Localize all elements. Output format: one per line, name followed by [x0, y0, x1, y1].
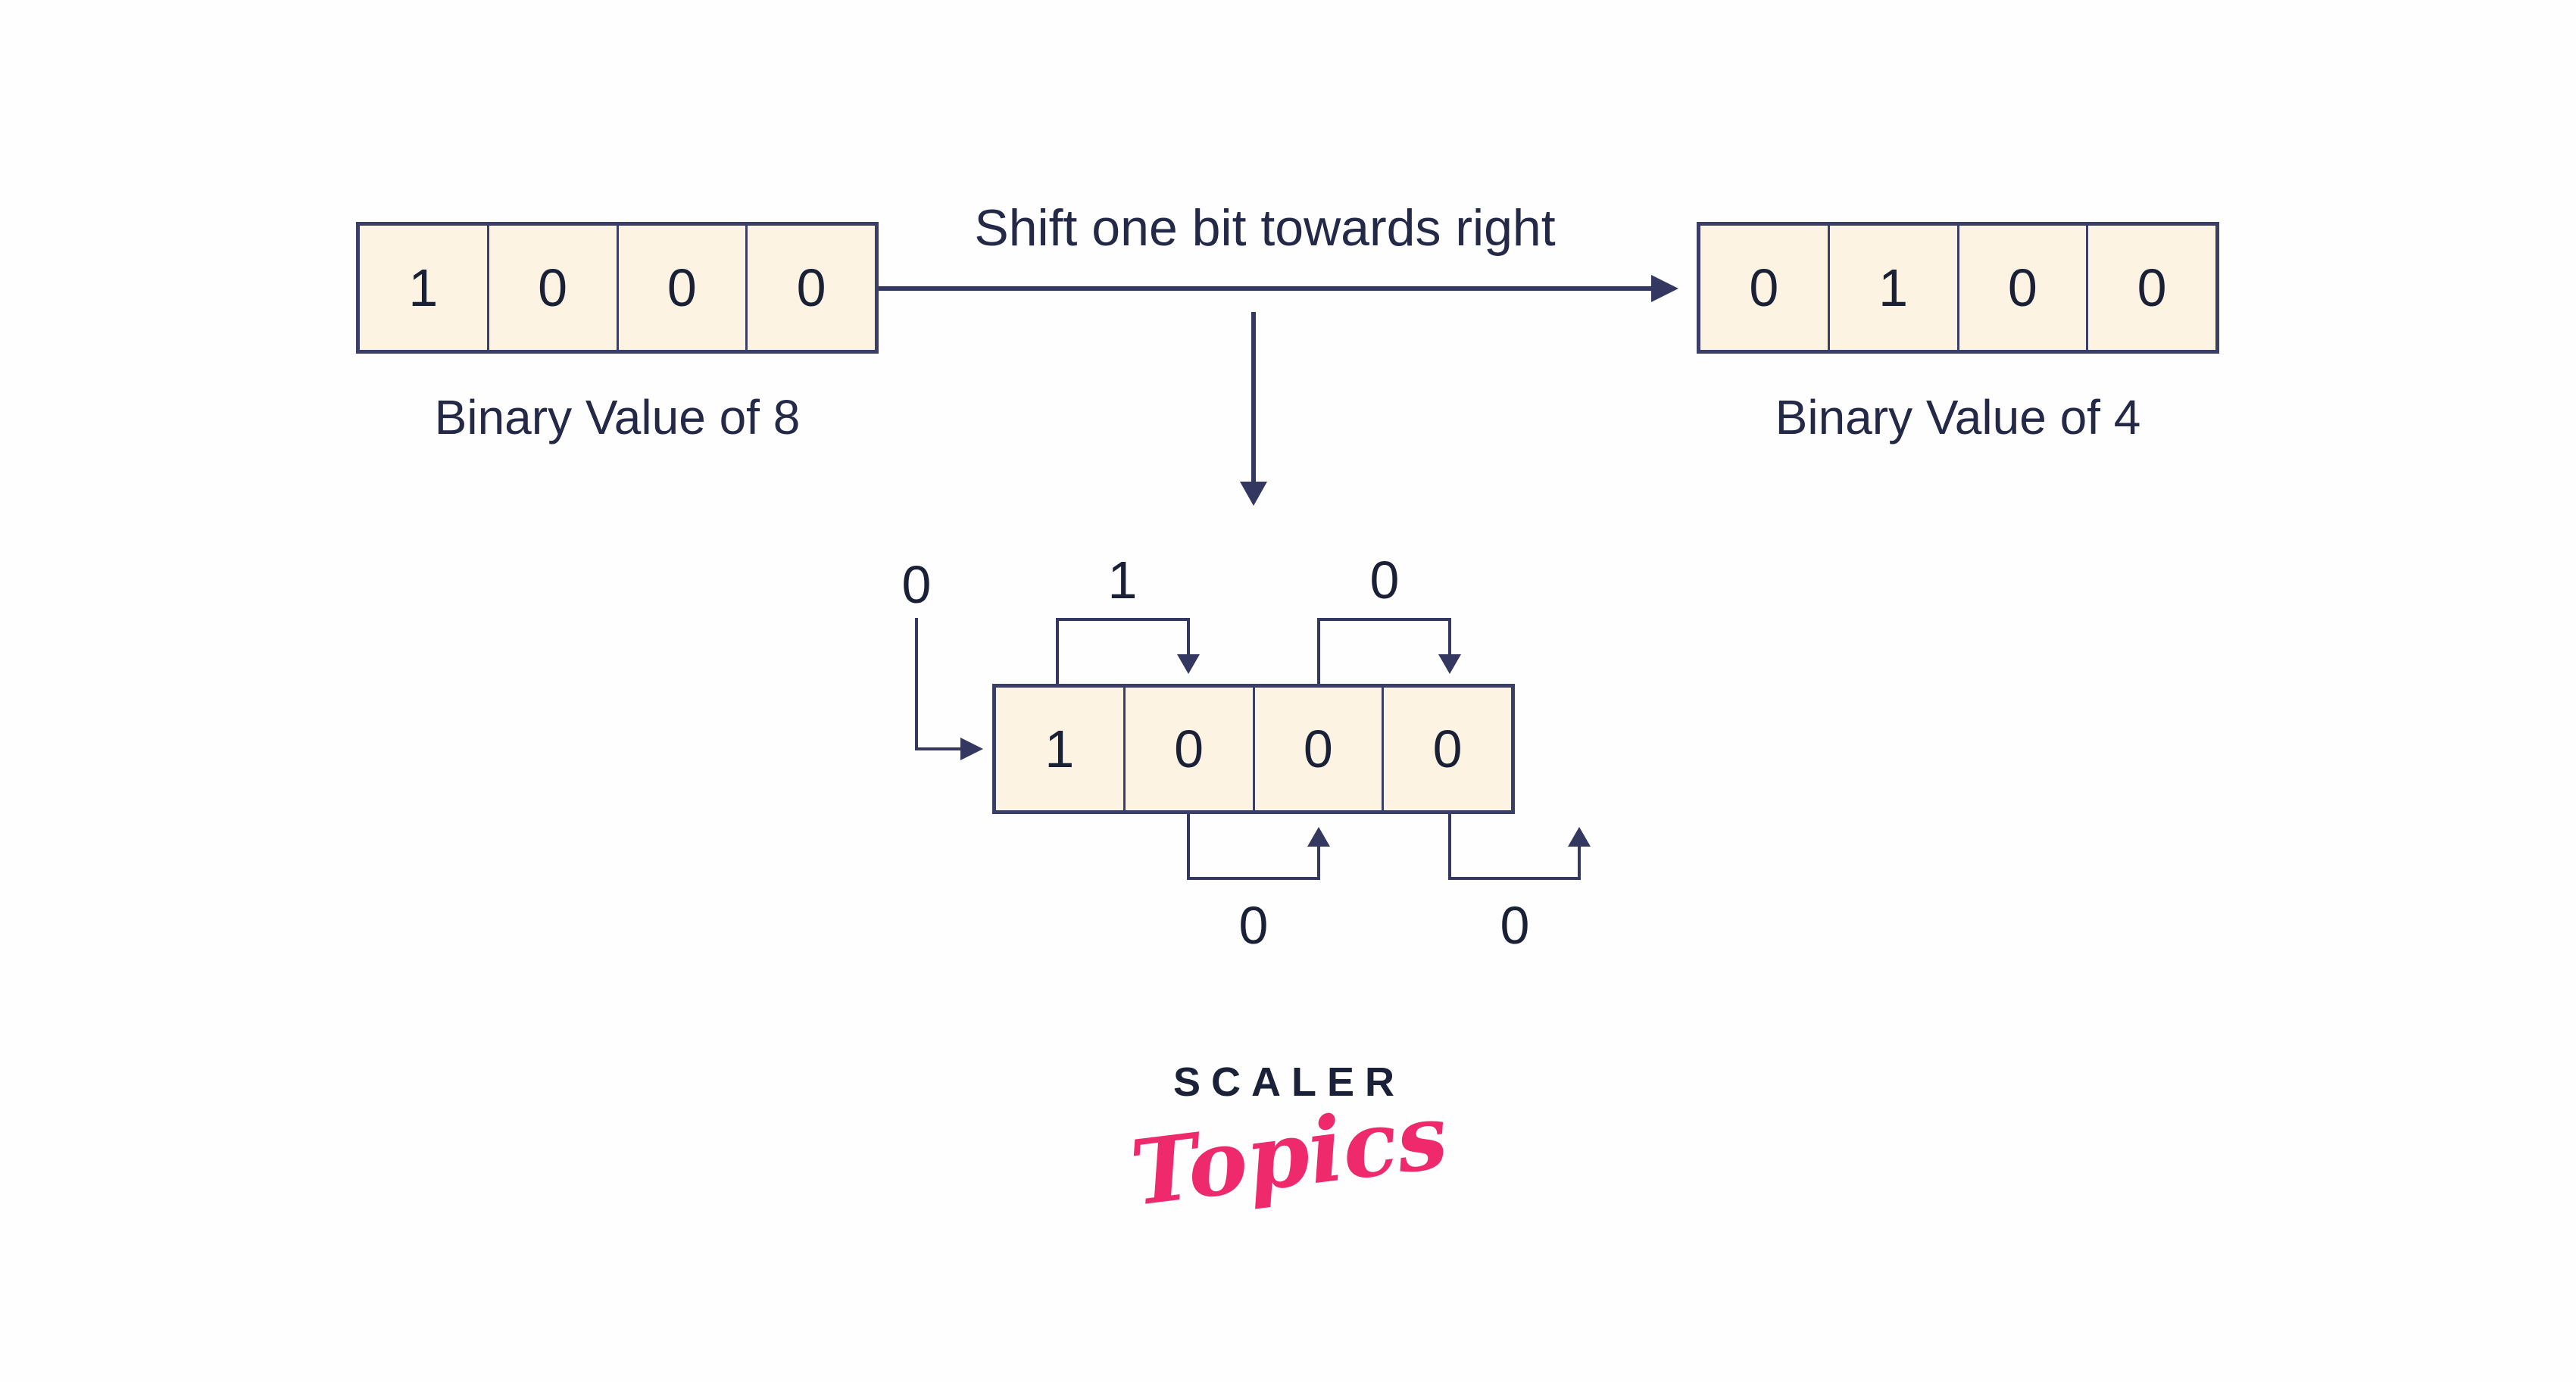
- bit-cell: 1: [408, 258, 439, 317]
- bit-move-bracket: [1056, 618, 1059, 684]
- moved-bit-label: 0: [1369, 551, 1400, 610]
- result-register: 0 1 0 0: [1697, 222, 2219, 354]
- moved-bit-label: 0: [1500, 896, 1530, 955]
- bit-move-bracket: [1317, 618, 1320, 684]
- bit-cell: 0: [2086, 226, 2215, 350]
- bit-cell: 1: [1044, 719, 1075, 778]
- scaler-wordmark: SCALER: [1172, 1059, 1406, 1105]
- source-register-caption: Binary Value of 8: [434, 390, 801, 445]
- bit-cell: 0: [1956, 226, 2087, 350]
- shift-arrow-line: [879, 286, 1651, 291]
- bit-move-bracket: [1448, 814, 1451, 880]
- shift-title: Shift one bit towards right: [974, 199, 1556, 257]
- incoming-bit-label: 0: [901, 555, 932, 614]
- arrowhead-right-icon: [1651, 275, 1678, 302]
- moved-bit-label: 1: [1107, 551, 1138, 610]
- incoming-bit-path: [915, 747, 962, 750]
- bit-cell: 0: [1382, 688, 1511, 810]
- result-register-caption: Binary Value of 4: [1775, 390, 2141, 445]
- detail-arrow-line: [1251, 312, 1256, 482]
- bit-move-bracket: [1187, 814, 1190, 880]
- bit-move-bracket: [1317, 847, 1320, 880]
- bit-cell: 0: [486, 226, 617, 350]
- bit-cell: 0: [1123, 688, 1253, 810]
- arrowhead-down-icon: [1177, 654, 1200, 674]
- moved-bit-label: 0: [1238, 896, 1269, 955]
- bit-move-bracket: [1578, 847, 1581, 880]
- bit-cell: 0: [1252, 688, 1382, 810]
- topics-wordmark: Topics: [1125, 1083, 1453, 1226]
- arrowhead-up-icon: [1307, 827, 1330, 847]
- bit-cell: 0: [616, 226, 746, 350]
- bit-move-bracket: [1187, 877, 1320, 880]
- bit-cell: 0: [1749, 258, 1779, 317]
- detail-register: 1 0 0 0: [992, 684, 1515, 814]
- bit-move-bracket: [1187, 618, 1190, 654]
- incoming-bit-path: [915, 618, 918, 749]
- arrowhead-up-icon: [1568, 827, 1591, 847]
- source-register: 1 0 0 0: [356, 222, 879, 354]
- bit-move-bracket: [1448, 618, 1451, 654]
- arrowhead-down-icon: [1438, 654, 1461, 674]
- bit-cell: 1: [1827, 226, 1957, 350]
- bit-move-bracket: [1448, 877, 1581, 880]
- bit-move-bracket: [1317, 618, 1451, 621]
- bit-move-bracket: [1056, 618, 1190, 621]
- bit-cell: 0: [745, 226, 875, 350]
- arrowhead-right-icon: [960, 738, 983, 760]
- arrowhead-down-icon: [1240, 482, 1267, 506]
